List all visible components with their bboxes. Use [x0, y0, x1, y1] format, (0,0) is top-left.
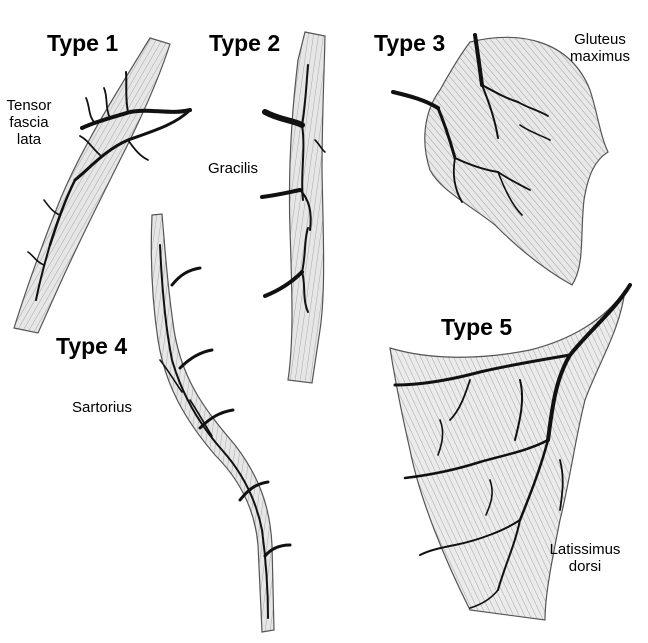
ld-line-1: Latissimus: [549, 541, 621, 558]
type-3-label: Type 3: [374, 30, 446, 56]
gluteus-maximus-muscle: [391, 33, 609, 286]
type-2-label: Type 2: [209, 30, 281, 56]
type-1-label: Type 1: [47, 30, 119, 56]
type5-vessels: [393, 283, 632, 609]
type1-vessels: [27, 71, 192, 301]
type4-vessels: [159, 244, 292, 619]
gracilis-muscle: [260, 31, 326, 384]
type3-vessels: [391, 33, 551, 216]
gracilis-label: Gracilis: [208, 160, 259, 177]
tensor-fascia-lata-label: Tensor fascia lata: [0, 97, 58, 148]
tfl-line-3: lata: [16, 131, 42, 148]
gm-line-2: maximus: [569, 48, 630, 65]
latissimus-dorsi-muscle: [389, 283, 632, 621]
type2-vessels: [260, 64, 326, 313]
sartorius-label: Sartorius: [72, 399, 133, 416]
latissimus-dorsi-label: Latissimus dorsi: [548, 541, 622, 575]
tfl-line-2: fascia: [9, 114, 49, 131]
sartorius-muscle: [150, 213, 292, 633]
tensor-fascia-lata-muscle: [13, 37, 192, 334]
gm-line-1: Gluteus: [574, 31, 626, 48]
tfl-line-1: Tensor: [6, 97, 52, 114]
type-5-label: Type 5: [441, 314, 513, 340]
ld-line-2: dorsi: [568, 558, 602, 575]
gluteus-maximus-label: Gluteus maximus: [565, 31, 635, 65]
type-4-label: Type 4: [56, 333, 128, 359]
